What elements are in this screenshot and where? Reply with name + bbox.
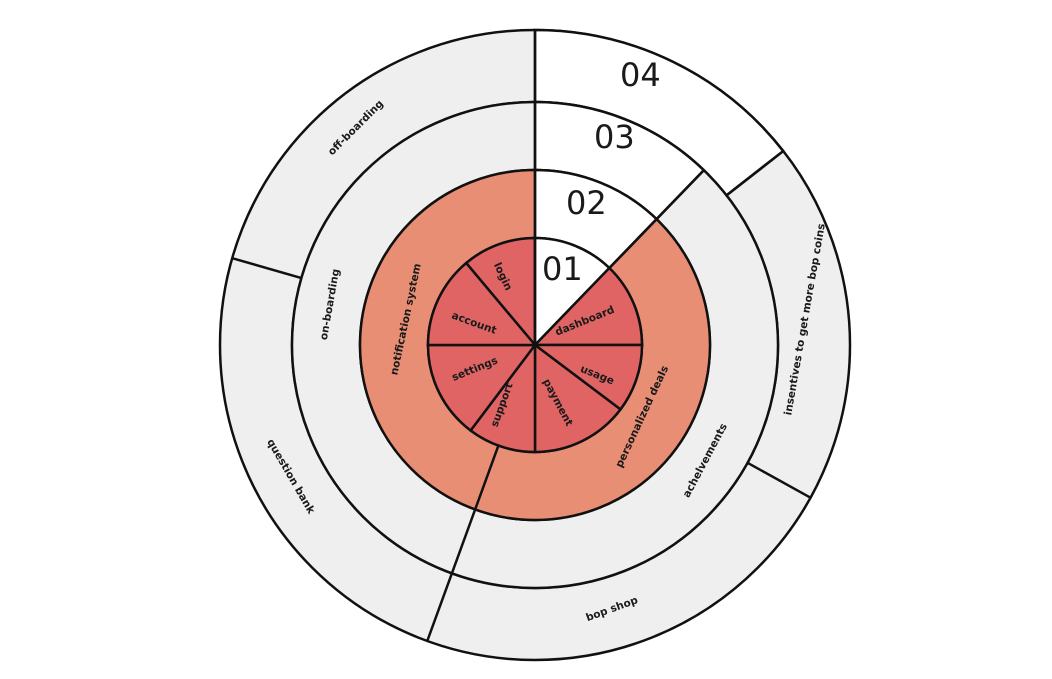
inner-slice-settings xyxy=(426,343,538,433)
divider-ring4-left xyxy=(231,256,302,280)
inner-slice-01 xyxy=(533,236,612,349)
rings-layer xyxy=(218,28,852,662)
stage-label-02: 02 xyxy=(566,184,607,222)
stage-label-03: 03 xyxy=(594,118,635,156)
divider-lower-left xyxy=(426,445,500,642)
inner-slice-support xyxy=(468,341,537,454)
divider-ring4-right-bottom xyxy=(746,461,812,499)
stage-label-01: 01 xyxy=(542,250,583,288)
divider-04 xyxy=(725,150,784,197)
inner-slice-usage xyxy=(531,343,644,412)
inner-slice-dashboard xyxy=(532,266,644,347)
inner-slice-account xyxy=(426,261,538,347)
inner-slice-payment xyxy=(533,342,623,454)
divider-02-03 xyxy=(608,169,705,269)
stage-label-04: 04 xyxy=(620,56,661,94)
inner-slice-login xyxy=(464,236,537,349)
